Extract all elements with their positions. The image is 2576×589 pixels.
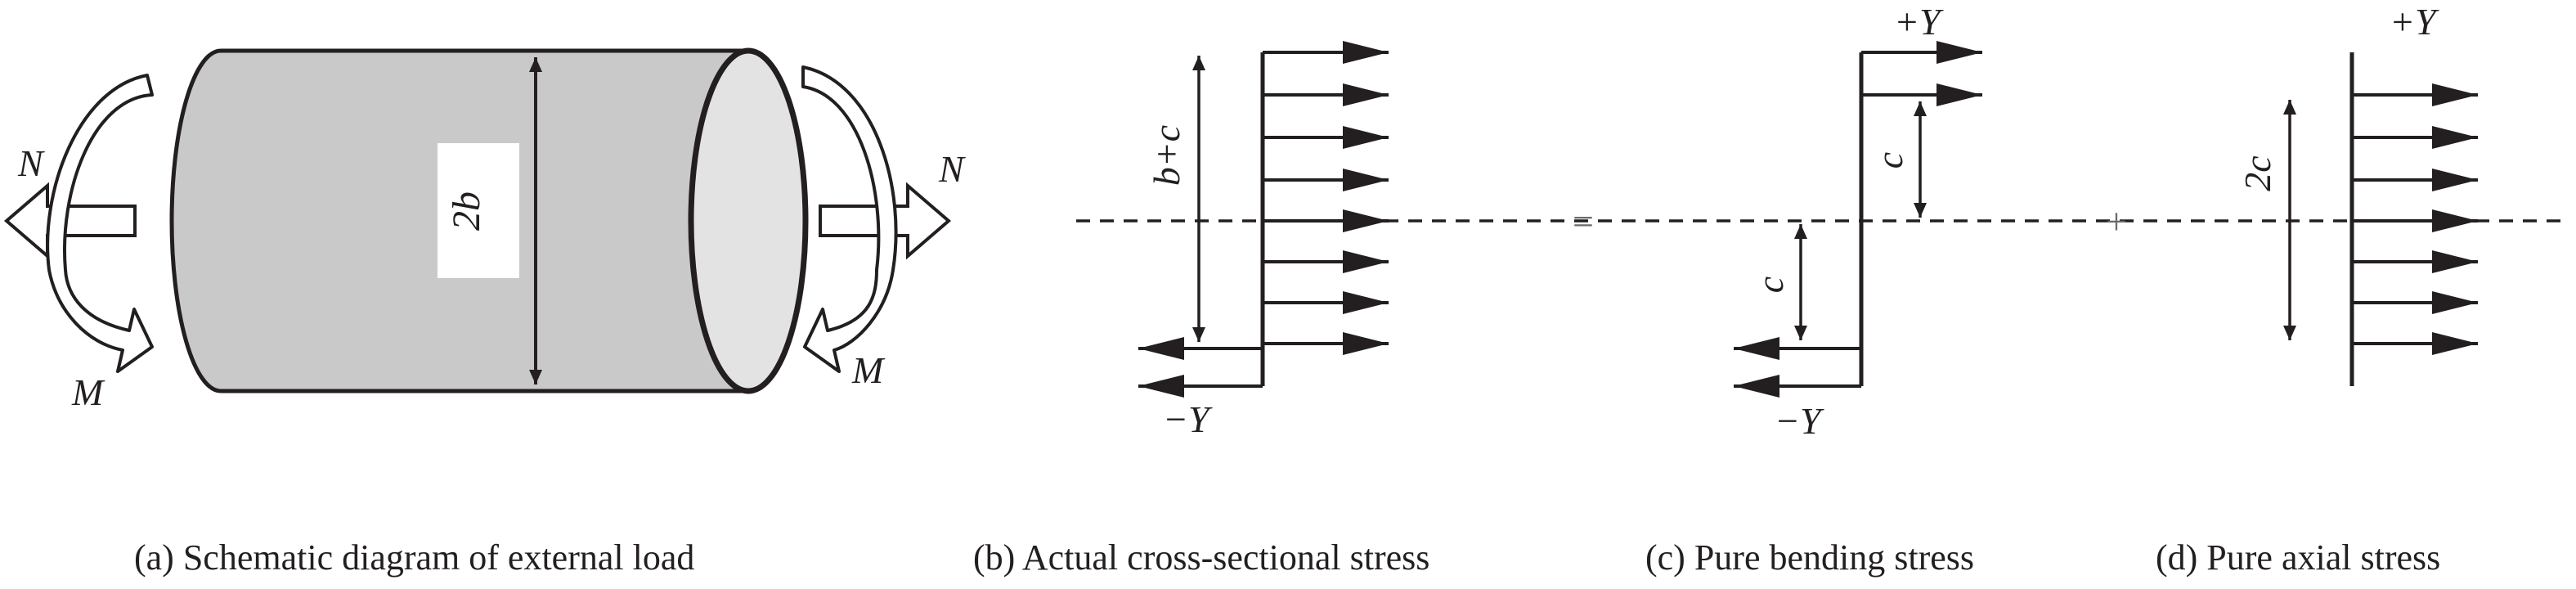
moment-right-arrow — [801, 65, 898, 373]
height-dimension-label: 2c — [2237, 155, 2278, 191]
equals-operator: = — [1573, 200, 1594, 242]
axial-force-left-arrow — [3, 182, 137, 260]
diameter-label: 2b — [445, 191, 488, 231]
caption-panel-d: (d) Pure axial stress — [2156, 537, 2441, 578]
moment-left-arrow — [46, 74, 154, 373]
height-dimension-label: b+c — [1146, 125, 1187, 186]
panel-c-bending-stress: c c +Y −Y — [1734, 1, 1982, 442]
axial-force-label-left: N — [17, 142, 45, 184]
positive-stress-label: +Y — [2390, 1, 2439, 43]
negative-stress-label: −Y — [1775, 400, 1824, 442]
caption-panel-b: (b) Actual cross-sectional stress — [973, 537, 1430, 578]
plus-operator: + — [2106, 200, 2127, 242]
moment-label-right: M — [851, 349, 886, 391]
positive-stress-arrows — [1263, 41, 1389, 355]
positive-stress-arrows — [1861, 41, 1982, 106]
moment-label-left: M — [71, 371, 105, 413]
negative-stress-arrows — [1138, 337, 1263, 398]
negative-stress-arrows — [1734, 337, 1861, 398]
caption-panel-c: (c) Pure bending stress — [1645, 537, 1975, 578]
caption-panel-a: (a) Schematic diagram of external load — [134, 537, 695, 578]
negative-stress-label: −Y — [1163, 398, 1213, 440]
upper-depth-label: c — [1869, 152, 1910, 169]
diameter-label-box — [438, 143, 519, 278]
panel-d-axial-stress: 2c +Y — [2237, 1, 2478, 386]
positive-stress-arrows — [2352, 83, 2478, 355]
panel-a-external-load: 2b N N M M — [3, 47, 966, 413]
panel-b-actual-stress: b+c −Y — [1138, 41, 1389, 440]
cylinder-end-face — [688, 47, 809, 394]
lower-depth-label: c — [1749, 277, 1791, 293]
positive-stress-label: +Y — [1894, 1, 1944, 43]
axial-force-label-right: N — [938, 148, 966, 190]
